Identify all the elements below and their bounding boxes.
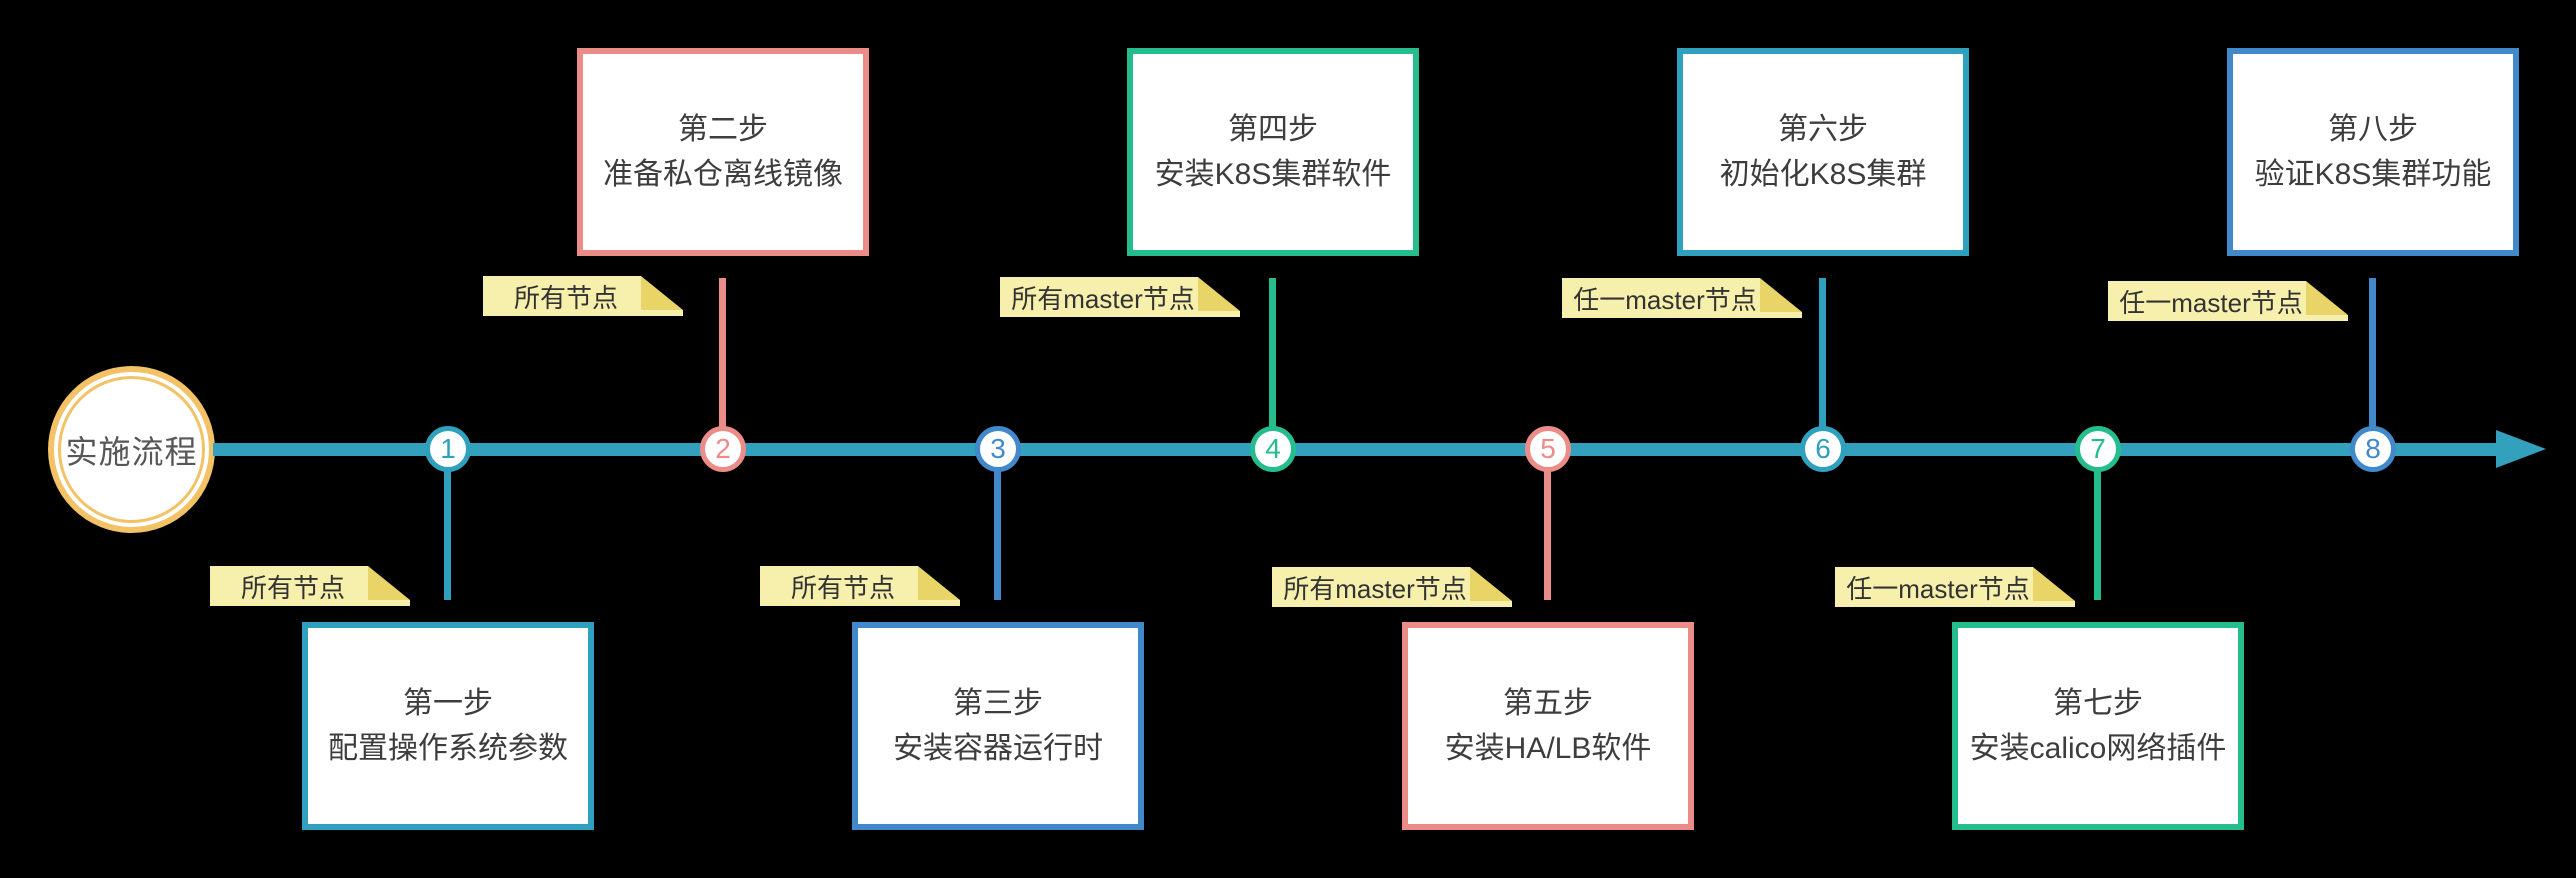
- note-tag-step-4: 所有master节点: [1000, 277, 1240, 317]
- note-tag-label: 任一master节点: [2119, 287, 2303, 318]
- timeline-node-1: 1: [425, 426, 471, 472]
- timeline-node-8: 8: [2350, 426, 2396, 472]
- step-subtitle: 配置操作系统参数: [328, 732, 568, 765]
- step-title: 第八步: [2328, 113, 2418, 146]
- step-subtitle: 安装HA/LB软件: [1444, 732, 1652, 765]
- timeline-node-2: 2: [700, 426, 746, 472]
- step-box-4: 第四步 安装K8S集群软件: [1127, 48, 1419, 256]
- step-subtitle: 准备私仓离线镜像: [603, 158, 843, 191]
- step-subtitle: 安装容器运行时: [893, 732, 1103, 765]
- arrow-up-icon-step-2: [710, 256, 736, 278]
- note-tag-step-7: 任一master节点: [1835, 567, 2075, 607]
- note-tag-label: 所有节点: [790, 572, 895, 603]
- connector-line-step-8: [2369, 276, 2376, 428]
- arrow-down-icon-step-1: [435, 600, 461, 622]
- note-tag-step-1: 所有节点: [210, 566, 410, 606]
- step-subtitle: 安装K8S集群软件: [1154, 158, 1392, 191]
- note-tag-label: 任一master节点: [1846, 573, 2030, 604]
- timeline-node-6: 6: [1800, 426, 1846, 472]
- node-number: 6: [1815, 433, 1831, 464]
- connector-line-step-6: [1819, 276, 1826, 428]
- start-circle-label: 实施流程: [65, 433, 198, 470]
- note-tag-label: 所有节点: [513, 282, 618, 313]
- step-box-2: 第二步 准备私仓离线镜像: [577, 48, 869, 256]
- note-tag-step-6: 任一master节点: [1562, 278, 1802, 318]
- arrow-up-icon-step-4: [1260, 256, 1286, 278]
- step-title: 第五步: [1503, 687, 1593, 720]
- step-box-5: 第五步 安装HA/LB软件: [1402, 622, 1694, 830]
- arrow-up-icon-step-6: [1810, 256, 1836, 278]
- step-title: 第四步: [1228, 113, 1318, 146]
- connector-line-step-4: [1269, 276, 1276, 428]
- timeline-node-5: 5: [1525, 426, 1571, 472]
- step-title: 第七步: [2053, 687, 2143, 720]
- step-title: 第六步: [1778, 113, 1868, 146]
- step-title: 第三步: [953, 687, 1043, 720]
- node-number: 7: [2090, 433, 2106, 464]
- connector-line-step-5: [1544, 470, 1551, 602]
- node-number: 1: [440, 433, 456, 464]
- node-number: 4: [1265, 433, 1281, 464]
- connector-line-step-3: [994, 470, 1001, 602]
- start-circle: 实施流程: [48, 366, 215, 533]
- step-title: 第二步: [678, 113, 768, 146]
- connector-line-step-1: [444, 470, 451, 602]
- note-tag-label: 所有master节点: [1011, 283, 1195, 314]
- step-subtitle: 初始化K8S集群: [1719, 158, 1927, 191]
- step-subtitle: 安装calico网络插件: [1969, 732, 2227, 765]
- step-box-6: 第六步 初始化K8S集群: [1677, 48, 1969, 256]
- node-number: 2: [715, 433, 731, 464]
- arrow-down-icon-step-7: [2085, 600, 2111, 622]
- note-tag-step-3: 所有节点: [760, 566, 960, 606]
- note-tag-step-2: 所有节点: [483, 276, 683, 316]
- step-box-3: 第三步 安装容器运行时: [852, 622, 1144, 830]
- node-number: 5: [1540, 433, 1556, 464]
- arrow-down-icon-step-5: [1535, 600, 1561, 622]
- timeline-axis: [213, 443, 2498, 456]
- timeline-node-3: 3: [975, 426, 1021, 472]
- connector-line-step-2: [719, 276, 726, 428]
- note-tag-label: 所有节点: [240, 572, 345, 603]
- note-tag-label: 任一master节点: [1573, 284, 1757, 315]
- timeline-arrowhead-icon: [2496, 430, 2546, 468]
- step-box-8: 第八步 验证K8S集群功能: [2227, 48, 2519, 256]
- note-tag-step-5: 所有master节点: [1272, 567, 1512, 607]
- step-title: 第一步: [403, 687, 493, 720]
- connector-line-step-7: [2094, 470, 2101, 602]
- step-box-1: 第一步 配置操作系统参数: [302, 622, 594, 830]
- timeline-node-4: 4: [1250, 426, 1296, 472]
- arrow-down-icon-step-3: [985, 600, 1011, 622]
- node-number: 8: [2365, 433, 2381, 464]
- timeline-node-7: 7: [2075, 426, 2121, 472]
- node-number: 3: [990, 433, 1006, 464]
- note-tag-label: 所有master节点: [1283, 573, 1467, 604]
- step-subtitle: 验证K8S集群功能: [2254, 158, 2492, 191]
- note-tag-step-8: 任一master节点: [2108, 281, 2348, 321]
- arrow-up-icon-step-8: [2360, 256, 2386, 278]
- step-box-7: 第七步 安装calico网络插件: [1952, 622, 2244, 830]
